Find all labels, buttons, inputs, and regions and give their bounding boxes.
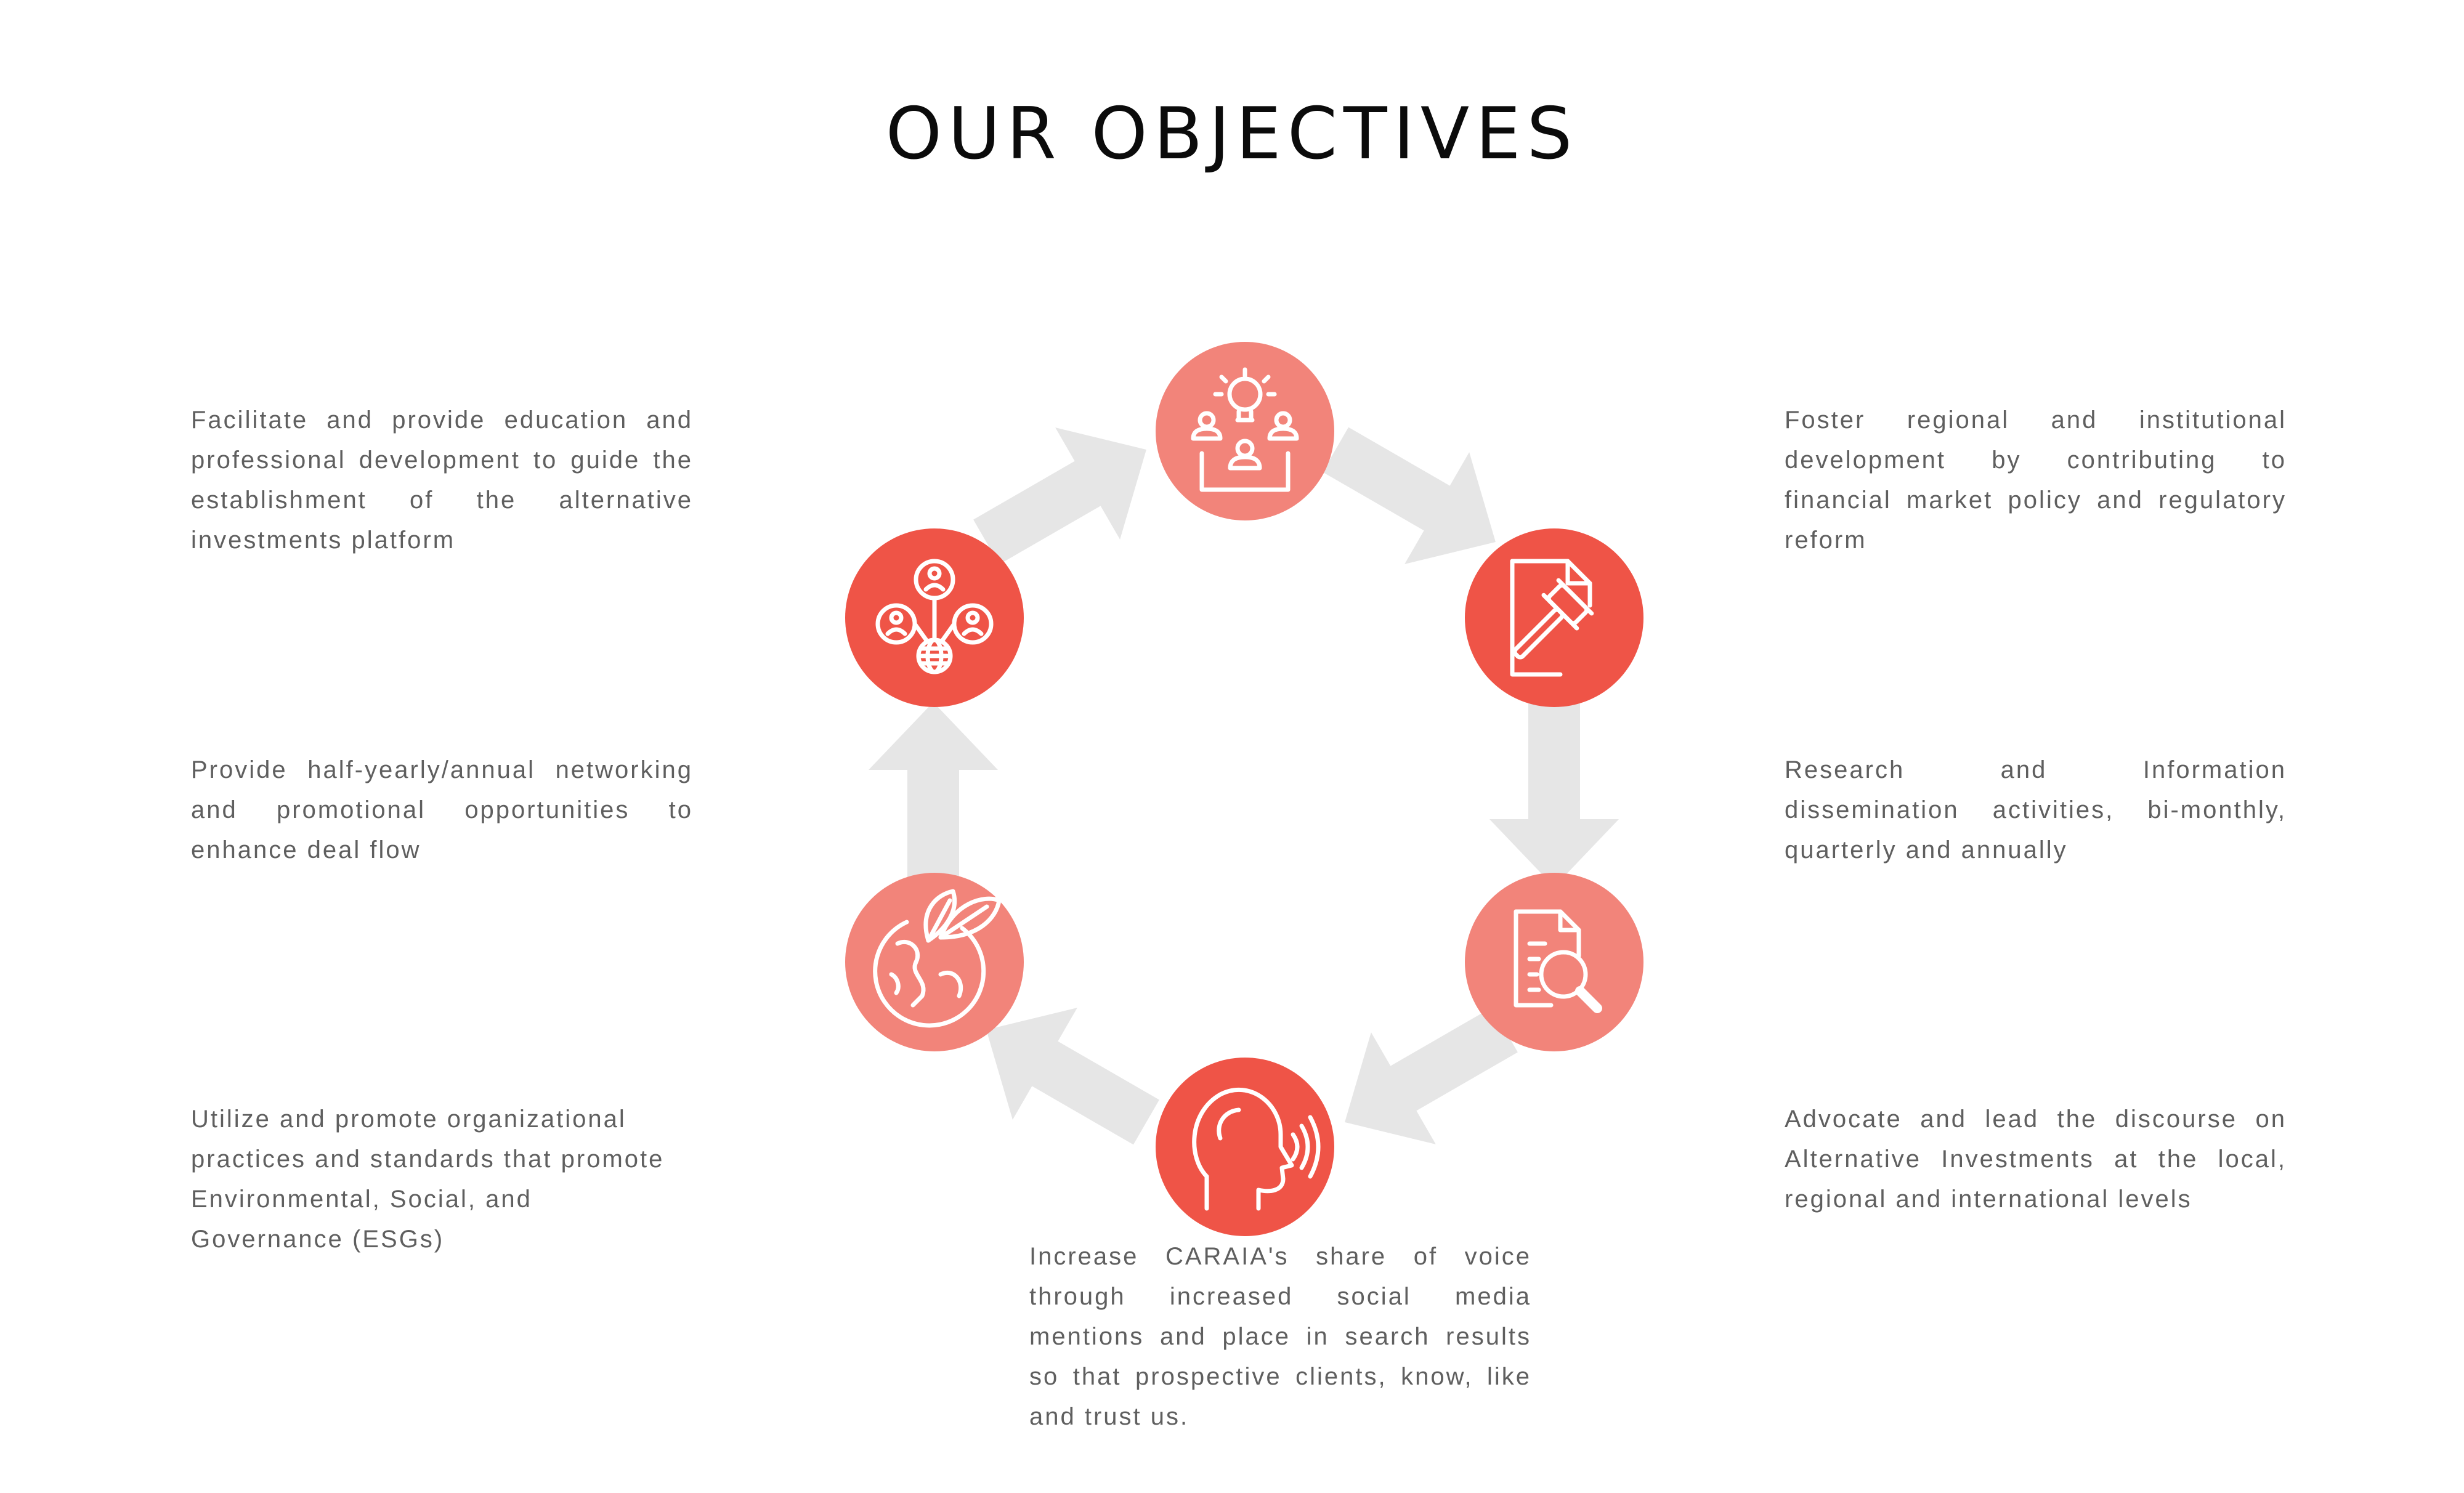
document-gavel-icon [1510,559,1594,677]
objective-education: Facilitate and provide education and pro… [191,407,693,554]
objective-esg: Utilize and promote organizational pract… [191,1106,665,1253]
objective-advocate: Advocate and lead the discourse on Alter… [1785,1106,2287,1213]
arrow-left-up [869,702,998,887]
people-network-icon [875,559,994,674]
ideas-team-icon [1191,367,1299,492]
page-title: OUR OBJECTIVES [885,92,1579,176]
speaking-head-icon [1192,1087,1321,1211]
regulation-node [1465,528,1643,707]
objective-research: Research and Information dissemination a… [1785,756,2287,864]
arrow-right-down [1489,702,1619,887]
objective-voice: Increase CARAIA's share of voice through… [1029,1243,1531,1430]
objective-regional: Foster regional and institutional develo… [1785,407,2287,554]
document-search-icon [1514,909,1602,1013]
voice-node [1156,1058,1334,1236]
research-node [1465,873,1643,1051]
globe-leaves-icon [873,889,1002,1028]
objective-networking: Provide half-yearly/annual networking an… [191,756,693,864]
